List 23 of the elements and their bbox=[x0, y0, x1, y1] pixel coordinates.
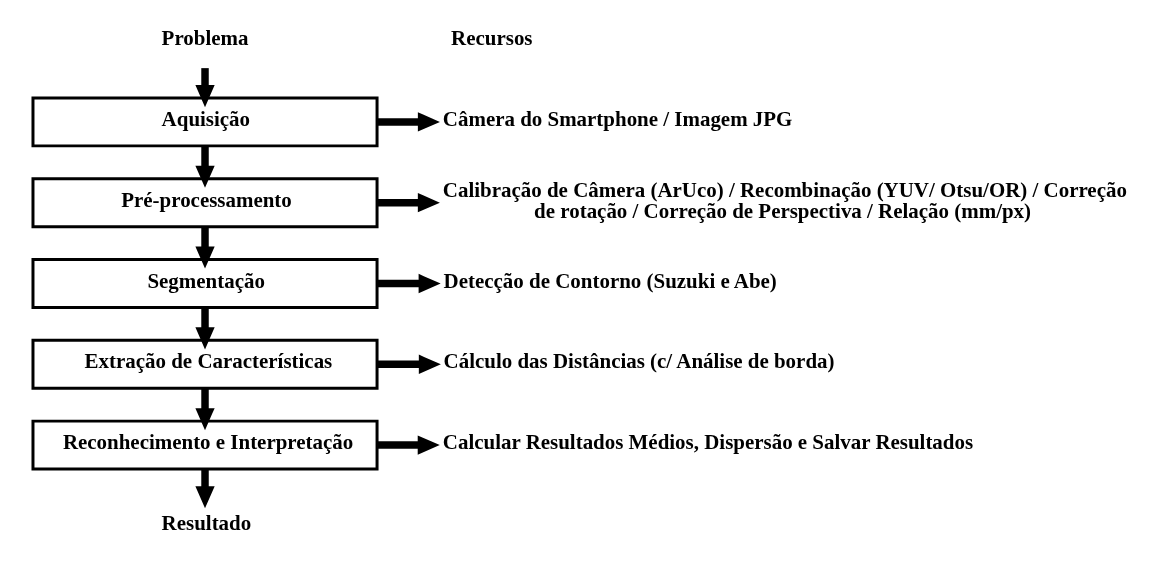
arrow bbox=[377, 112, 440, 132]
node-text: Detecção de Contorno (Suzuki e Abe) bbox=[443, 268, 777, 293]
node-text: Calcular Resultados Médios, Dispersão e Salvar Resultados bbox=[442, 430, 974, 455]
arrow bbox=[195, 469, 215, 509]
arrow bbox=[195, 145, 215, 188]
arrow bbox=[195, 388, 215, 431]
arrow bbox=[377, 273, 441, 294]
node-box: Segmentação bbox=[31, 258, 379, 309]
node-box: Extração de Características bbox=[31, 338, 379, 390]
arrow bbox=[377, 193, 440, 213]
node-box: Pré-processamento bbox=[31, 177, 379, 229]
node-text: Cálculo das Distâncias (c/ Análise de borda) bbox=[443, 349, 835, 374]
node-text: Resultado bbox=[161, 510, 252, 535]
node-box: Aquisição bbox=[31, 96, 379, 148]
label: Recursos bbox=[451, 26, 533, 51]
node-box: Reconhecimento e Interpretação bbox=[31, 419, 379, 471]
node-text: Problema bbox=[161, 26, 249, 51]
arrow bbox=[377, 354, 441, 374]
node-text: Calibração de Câmera (ArUco) / Recombinação (YUV/ Otsu/OR) / Correção de rotação / Correção de Perspectiva / Relação (mm/px) bbox=[442, 178, 1127, 223]
node-text: Câmera do Smartphone / Imagem JPG bbox=[442, 106, 793, 131]
arrow bbox=[195, 226, 215, 269]
arrow bbox=[377, 435, 440, 455]
arrow bbox=[195, 307, 215, 350]
